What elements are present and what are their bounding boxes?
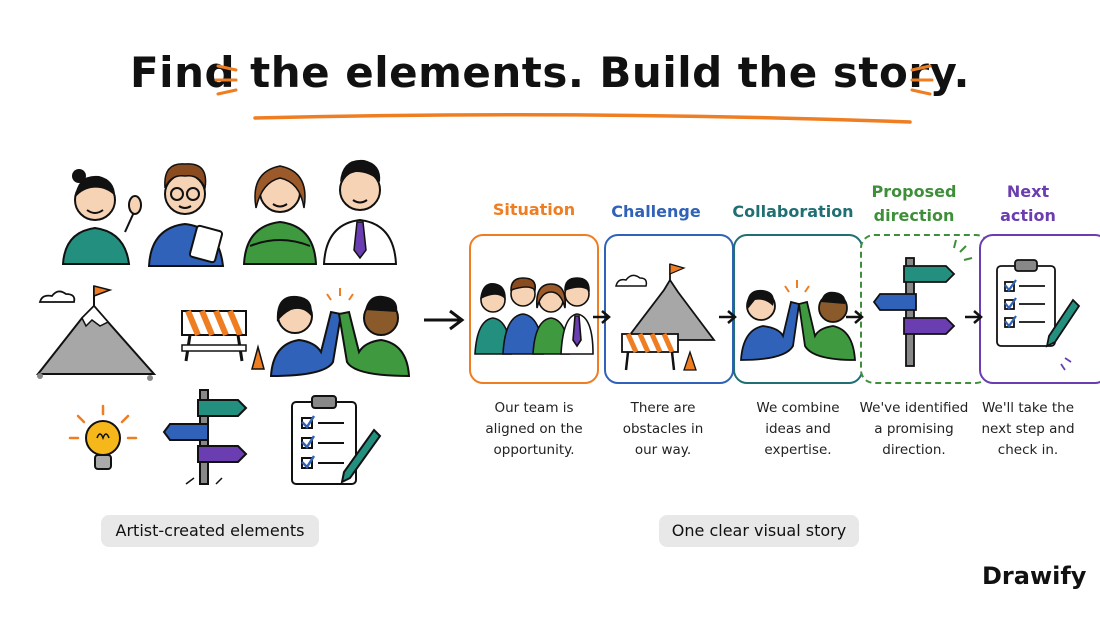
high-five-icon bbox=[269, 288, 411, 378]
arrow-right-icon bbox=[846, 310, 864, 324]
caption-line: a promising bbox=[874, 421, 954, 437]
drawify-logo: Drawify bbox=[982, 562, 1087, 590]
arrow-right-icon bbox=[719, 310, 737, 324]
caption-line: direction. bbox=[882, 442, 946, 458]
caption-line: next step and bbox=[981, 421, 1075, 437]
page-title: Find the elements. Build the story. bbox=[129, 48, 971, 97]
caption-line: aligned on the bbox=[485, 421, 583, 437]
high-five-icon bbox=[740, 280, 856, 361]
caption-line: We've identified bbox=[859, 400, 969, 416]
stage-title-situation: Situation bbox=[492, 200, 576, 219]
roadblock-icon bbox=[181, 309, 265, 370]
stage-title-collaboration: Collaboration bbox=[732, 202, 854, 221]
person-tie-icon bbox=[322, 159, 398, 265]
stage-frame-situation bbox=[469, 234, 599, 384]
caption-line: We combine bbox=[756, 400, 840, 416]
team-group-icon bbox=[474, 277, 594, 355]
stage-title-proposed-direction: Proposed direction bbox=[850, 180, 978, 228]
stage-title-challenge: Challenge bbox=[611, 202, 701, 221]
caption-line: expertise. bbox=[764, 442, 832, 458]
person-waving-icon bbox=[61, 169, 142, 265]
stage-title-line: action bbox=[1000, 206, 1056, 225]
caption-line: Our team is bbox=[494, 400, 574, 416]
stage-caption-situation: Our team is aligned on the opportunity. bbox=[469, 398, 599, 461]
stage-title-line: direction bbox=[873, 206, 955, 225]
caption-line: There are bbox=[630, 400, 696, 416]
stage-caption-challenge: There are obstacles in our way. bbox=[598, 398, 728, 461]
stage-caption-proposed-direction: We've identified a promising direction. bbox=[849, 398, 979, 461]
checklist-clipboard-icon bbox=[996, 259, 1081, 371]
stage-frame-challenge bbox=[604, 234, 734, 384]
stage-caption-collaboration: We combine ideas and expertise. bbox=[733, 398, 863, 461]
caption-line: opportunity. bbox=[493, 442, 575, 458]
visual-story-label: One clear visual story bbox=[659, 515, 859, 547]
stage-frame-proposed-direction bbox=[860, 234, 990, 384]
arrow-right-icon bbox=[965, 310, 983, 324]
stage-frame-next-action bbox=[979, 234, 1100, 384]
stage-title-line: Next bbox=[1006, 182, 1050, 201]
signpost-icon bbox=[162, 389, 248, 485]
title-area: Find the elements. Build the story. bbox=[0, 48, 1100, 97]
stage-title-line: Proposed bbox=[871, 182, 957, 201]
arrow-right-icon bbox=[593, 310, 611, 324]
person-notepad-icon bbox=[147, 163, 225, 267]
caption-line: our way. bbox=[634, 442, 692, 458]
person-arms-crossed-icon bbox=[242, 165, 318, 265]
arrow-right-icon bbox=[424, 309, 465, 331]
caption-line: ideas and bbox=[765, 421, 831, 437]
mountain-roadblock-icon bbox=[615, 263, 716, 371]
checklist-clipboard-icon bbox=[291, 395, 382, 485]
stage-caption-next-action: We'll take the next step and check in. bbox=[963, 398, 1093, 461]
caption-line: We'll take the bbox=[981, 400, 1075, 416]
caption-line: obstacles in bbox=[622, 421, 704, 437]
artist-elements-label: Artist-created elements bbox=[101, 515, 319, 547]
stage-frame-collaboration bbox=[733, 234, 863, 384]
lightbulb-icon bbox=[68, 404, 138, 470]
signpost-icon bbox=[872, 239, 973, 367]
mountain-flag-icon bbox=[35, 285, 157, 381]
caption-line: check in. bbox=[997, 442, 1059, 458]
stage-title-next-action: Next action bbox=[964, 180, 1092, 228]
